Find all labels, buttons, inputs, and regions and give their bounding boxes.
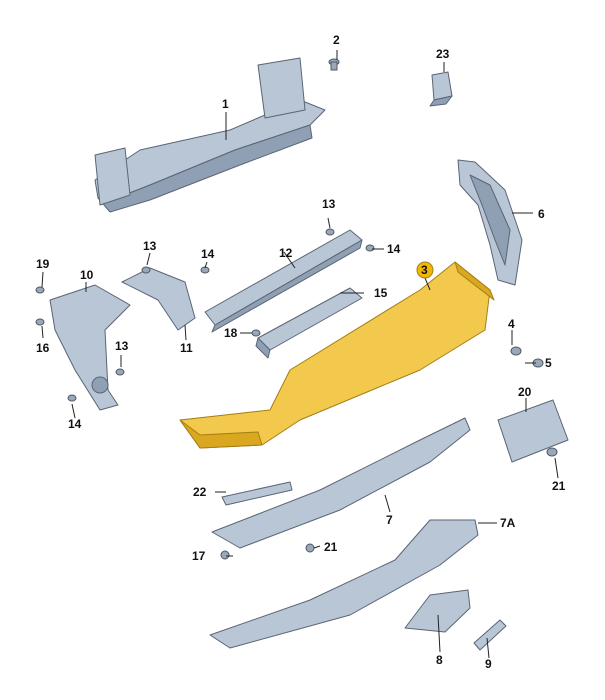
guide-strip-12-part bbox=[204, 229, 363, 333]
bumper-cover-3-part bbox=[179, 261, 495, 449]
callout-14-top: 14 bbox=[387, 242, 401, 256]
clip-23-part bbox=[429, 71, 453, 107]
side-bracket-6-part bbox=[457, 159, 523, 286]
callout-1: 1 bbox=[222, 97, 229, 111]
callout-13-top-left: 13 bbox=[143, 239, 157, 253]
callout-5: 5 bbox=[545, 356, 552, 370]
callout-4: 4 bbox=[508, 317, 515, 331]
callout-7: 7 bbox=[386, 513, 393, 527]
fasteners bbox=[35, 228, 558, 560]
absorber-15-part bbox=[255, 287, 363, 359]
callout-23: 23 bbox=[436, 47, 450, 61]
callout-22: 22 bbox=[193, 485, 207, 499]
callout-2: 2 bbox=[333, 33, 340, 47]
plate-bracket-20-part bbox=[497, 399, 569, 463]
callout-6: 6 bbox=[538, 207, 545, 221]
callout-15: 15 bbox=[374, 286, 388, 300]
lower-bracket-8-part bbox=[404, 589, 471, 633]
left-bracket-10-part bbox=[49, 284, 131, 411]
callout-7a: 7A bbox=[500, 516, 516, 530]
reinforcement-beam-part bbox=[94, 57, 326, 213]
callout-11: 11 bbox=[180, 341, 193, 355]
callout-labels: 1 2 23 6 3 4 5 20 21 12 15 14 13 13 14 1… bbox=[36, 33, 566, 671]
lower-diffuser-7a-part bbox=[209, 519, 479, 649]
callout-9: 9 bbox=[485, 657, 492, 671]
callout-3-badge bbox=[416, 261, 434, 279]
callout-3: 3 bbox=[421, 263, 428, 277]
callout-17: 17 bbox=[192, 549, 206, 563]
trim-strip-22-part bbox=[221, 481, 293, 506]
callout-8: 8 bbox=[436, 653, 443, 667]
callout-14-left: 14 bbox=[68, 417, 82, 431]
callout-19: 19 bbox=[36, 257, 50, 271]
bracket-11-part bbox=[121, 267, 196, 331]
callout-13-top-right: 13 bbox=[322, 197, 336, 211]
callout-10: 10 bbox=[80, 268, 94, 282]
leader-lines bbox=[41, 50, 559, 659]
strip-9-part bbox=[473, 619, 507, 651]
diffuser-7-part bbox=[211, 417, 471, 549]
callout-12: 12 bbox=[279, 246, 293, 260]
callout-14-mid: 14 bbox=[201, 247, 215, 261]
callout-18: 18 bbox=[224, 326, 238, 340]
callout-21-right: 21 bbox=[552, 479, 566, 493]
callout-16: 16 bbox=[36, 341, 50, 355]
callout-13-left: 13 bbox=[115, 339, 129, 353]
callout-21-left: 21 bbox=[324, 540, 338, 554]
bolt-2-part bbox=[328, 58, 340, 71]
callout-20: 20 bbox=[518, 385, 532, 399]
